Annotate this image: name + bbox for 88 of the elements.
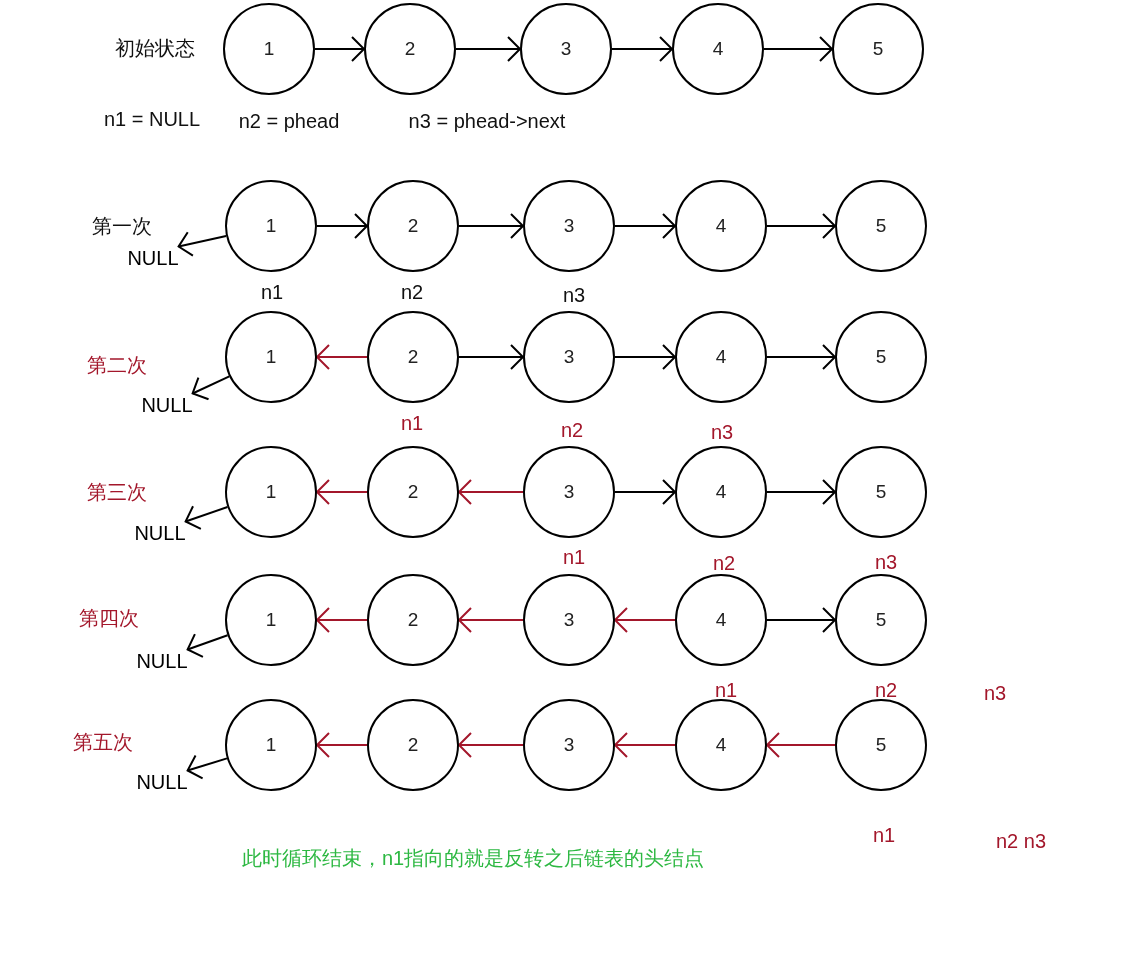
list-node-circle: 2 — [367, 446, 459, 538]
arrow — [611, 36, 673, 62]
list-node-circle: 2 — [367, 311, 459, 403]
caption-text: 此时循环结束，n1指向的就是反转之后链表的头结点 — [241, 845, 705, 871]
arrow — [458, 344, 524, 370]
list-node-circle: 1 — [225, 574, 317, 666]
arrow — [766, 732, 836, 758]
list-node-circle: 5 — [835, 446, 927, 538]
assignment-text: n2 = phead — [238, 109, 340, 133]
arrow — [614, 344, 676, 370]
arrow — [316, 344, 368, 370]
list-node-circle: 3 — [520, 3, 612, 95]
list-node-circle: 3 — [523, 446, 615, 538]
arrow — [766, 344, 836, 370]
pointer-label: n2 — [712, 551, 736, 575]
list-node-circle: 2 — [367, 699, 459, 791]
list-node-circle: 3 — [523, 180, 615, 272]
null-label: NULL — [136, 770, 188, 794]
pointer-label: n2 — [874, 678, 898, 702]
pointer-label: n2 n3 — [995, 829, 1047, 853]
arrow — [316, 732, 368, 758]
null-label: NULL — [141, 393, 193, 417]
pointer-label: n3 — [710, 420, 734, 444]
arrow — [766, 607, 836, 633]
list-node-circle: 1 — [223, 3, 315, 95]
arrow — [458, 607, 524, 633]
row-label: 第五次 — [73, 729, 133, 755]
list-node-circle: 4 — [675, 180, 767, 272]
assignment-text: n1 = NULL — [103, 107, 201, 131]
pointer-label: n2 — [560, 418, 584, 442]
list-node-circle: 5 — [835, 311, 927, 403]
pointer-label: n1 — [562, 545, 586, 569]
arrow — [186, 754, 228, 780]
pointer-label: n1 — [872, 823, 896, 847]
list-node-circle: 1 — [225, 180, 317, 272]
arrow — [177, 231, 228, 257]
row-label: 第二次 — [87, 352, 147, 378]
list-node-circle: 5 — [835, 180, 927, 272]
row-label: 第四次 — [79, 605, 139, 631]
list-node-circle: 2 — [367, 574, 459, 666]
arrow — [458, 479, 524, 505]
pointer-label: n3 — [562, 283, 586, 307]
list-node-circle: 5 — [835, 574, 927, 666]
pointer-label: n2 — [400, 280, 424, 304]
list-node-circle: 3 — [523, 574, 615, 666]
list-node-circle: 4 — [675, 446, 767, 538]
pointer-label: n3 — [874, 550, 898, 574]
null-label: NULL — [134, 521, 186, 545]
list-node-circle: 5 — [832, 3, 924, 95]
null-label: NULL — [127, 246, 179, 270]
list-node-circle: 2 — [364, 3, 456, 95]
arrow — [186, 633, 229, 658]
list-node-circle: 1 — [225, 311, 317, 403]
list-node-circle: 4 — [675, 311, 767, 403]
arrow — [316, 213, 368, 239]
arrow — [316, 479, 368, 505]
list-node-circle: 4 — [672, 3, 764, 95]
arrow — [184, 505, 229, 530]
list-node-circle: 5 — [835, 699, 927, 791]
arrow — [458, 732, 524, 758]
arrow — [314, 36, 365, 62]
arrow — [614, 607, 676, 633]
null-label: NULL — [136, 649, 188, 673]
list-node-circle: 4 — [675, 574, 767, 666]
arrow — [766, 213, 836, 239]
pointer-label: n3 — [983, 681, 1007, 705]
pointer-label: n1 — [400, 411, 424, 435]
arrow — [316, 607, 368, 633]
row-label: 第一次 — [92, 213, 152, 239]
pointer-label: n1 — [260, 280, 284, 304]
arrow — [614, 479, 676, 505]
list-node-circle: 1 — [225, 446, 317, 538]
arrow — [458, 213, 524, 239]
arrow — [614, 213, 676, 239]
arrow — [455, 36, 521, 62]
list-node-circle: 4 — [675, 699, 767, 791]
row-label: 第三次 — [87, 479, 147, 505]
arrow — [191, 375, 231, 401]
list-node-circle: 1 — [225, 699, 317, 791]
pointer-label: n1 — [714, 678, 738, 702]
row-label: 初始状态 — [115, 35, 195, 61]
arrow — [614, 732, 676, 758]
assignment-text: n3 = phead->next — [408, 109, 566, 133]
list-node-circle: 3 — [523, 311, 615, 403]
list-node-circle: 2 — [367, 180, 459, 272]
arrow — [763, 36, 833, 62]
arrow — [766, 479, 836, 505]
list-node-circle: 3 — [523, 699, 615, 791]
